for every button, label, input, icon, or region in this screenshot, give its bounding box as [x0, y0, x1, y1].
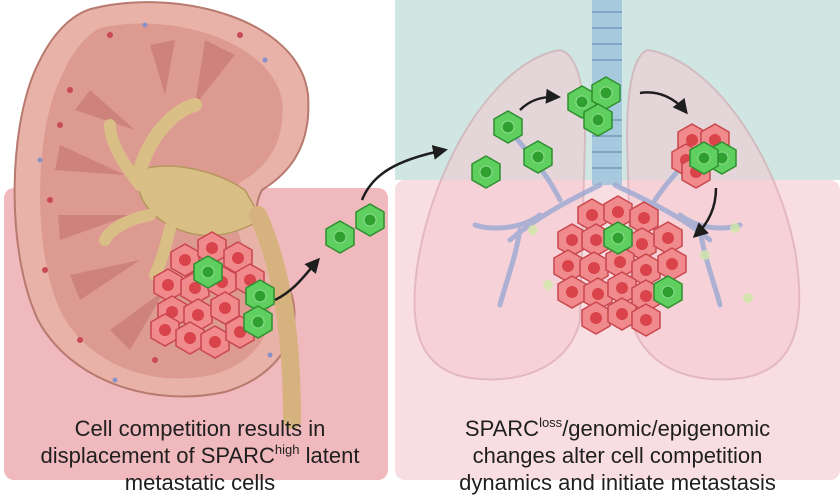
left-caption-line-2: displacement of SPARChigh latent [40, 442, 360, 468]
right-caption: SPARCloss/genomic/epigenomic changes alt… [405, 415, 830, 496]
left-caption-line-1: Cell competition results in [74, 416, 326, 441]
migration-arrows [274, 88, 718, 302]
right-caption-line-1: SPARCloss/genomic/epigenomic [464, 415, 771, 441]
graphical-abstract-diagram [4, 0, 840, 480]
right-caption-line-2: changes alter cell competition [472, 443, 763, 468]
bronchi [472, 127, 743, 308]
left-caption-line-3: metastatic cells [124, 470, 276, 495]
sparc-loss-superscript: loss [539, 415, 563, 430]
lung-nodules [528, 223, 753, 303]
sparc-high-superscript: high [274, 442, 300, 457]
right-caption-line-3: dynamics and initiate metastasis [459, 470, 776, 495]
left-caption: Cell competition results in displacement… [10, 415, 390, 496]
